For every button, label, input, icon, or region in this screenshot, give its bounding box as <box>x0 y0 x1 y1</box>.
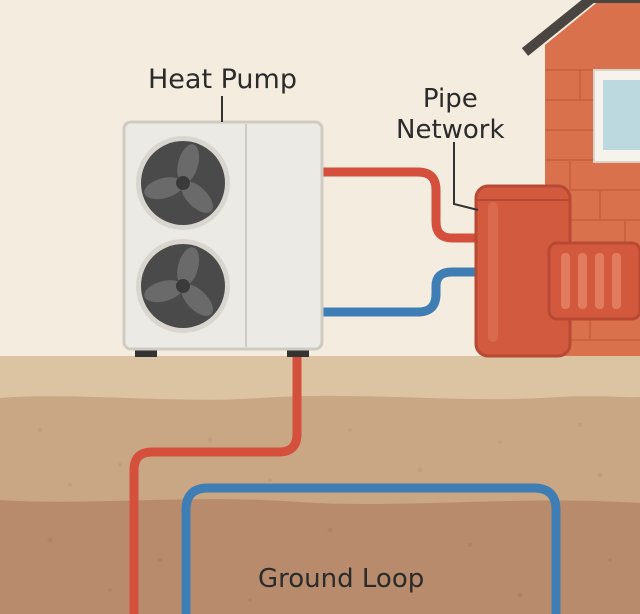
roof-edge <box>521 0 640 56</box>
ground-loop-hot <box>129 351 302 614</box>
ground-loop-label: Ground Loop <box>258 564 425 594</box>
ground <box>0 356 640 614</box>
pipe-network-label: Pipe Network <box>396 84 505 146</box>
ground-loop-pipes <box>129 351 561 614</box>
heat-pump-unit <box>122 120 324 357</box>
pipe-network-leader-line <box>453 142 479 211</box>
pipe-network-label-line1: Pipe <box>422 84 478 114</box>
cold-return-pipe <box>317 267 493 317</box>
hot-supply-pipe <box>317 167 493 243</box>
pipe-network-pipes <box>317 167 493 317</box>
buffer-tank <box>474 184 572 358</box>
house-window <box>593 69 640 163</box>
pipe-network-label-line2: Network <box>396 115 505 145</box>
fan-icon <box>136 136 230 230</box>
heat-pump-label: Heat Pump <box>148 64 297 95</box>
radiator <box>547 241 640 321</box>
ground-loop-cold <box>181 483 561 614</box>
fan-icon <box>136 239 230 333</box>
soil-deep <box>0 499 640 614</box>
soil-mid <box>0 395 640 510</box>
